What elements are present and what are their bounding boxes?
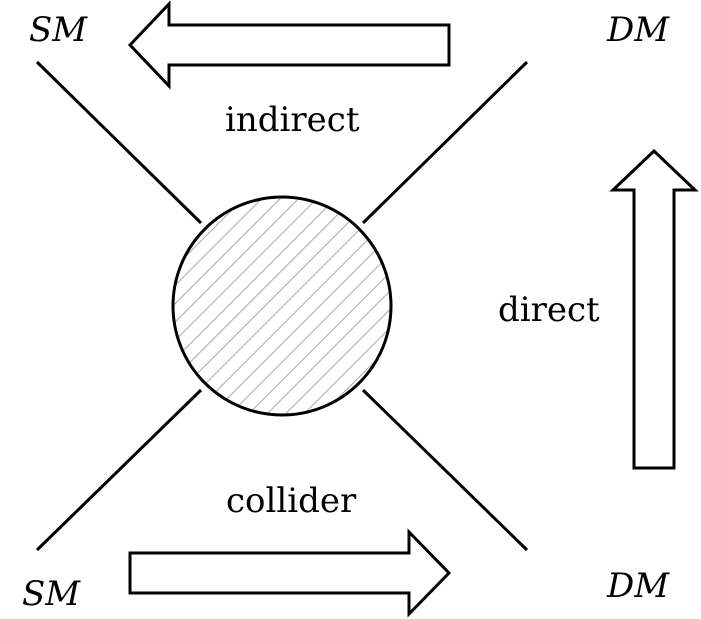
- label-bottom-left: SM: [22, 574, 81, 614]
- leg-bottom-left: [35, 388, 203, 552]
- collider-arrow: [128, 528, 452, 618]
- label-bottom-right: DM: [606, 566, 670, 606]
- indirect-arrow: [127, 0, 451, 90]
- label-indirect: indirect: [225, 100, 360, 140]
- label-top-left: SM: [29, 10, 88, 50]
- interaction-blob: [171, 195, 393, 417]
- leg-bottom-right: [361, 388, 529, 552]
- label-direct: direct: [498, 290, 600, 330]
- label-collider: collider: [226, 481, 357, 521]
- direct-arrow: [609, 148, 699, 470]
- label-top-right: DM: [606, 10, 670, 50]
- leg-top-left: [35, 60, 203, 225]
- leg-top-right: [361, 60, 529, 225]
